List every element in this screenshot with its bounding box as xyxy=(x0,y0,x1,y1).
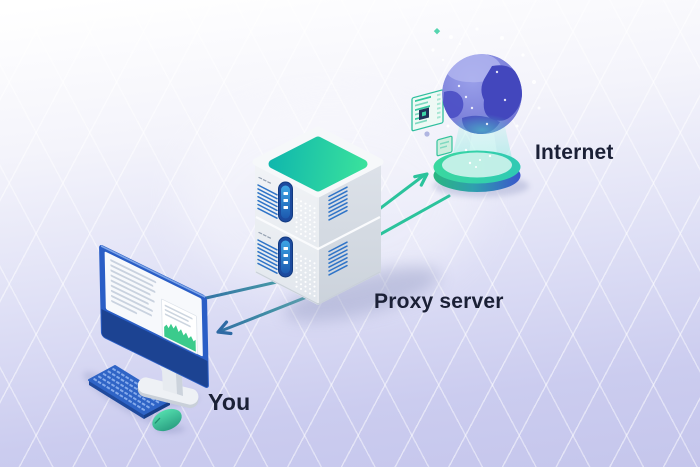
dot-icon xyxy=(424,131,430,137)
server-led-pill-1 xyxy=(278,181,293,223)
data-card-icon xyxy=(411,89,444,132)
client-node xyxy=(83,245,209,434)
globe-icon xyxy=(442,54,522,134)
proxy-node xyxy=(252,126,440,322)
proxy-label: Proxy server xyxy=(374,290,504,313)
server-vents xyxy=(257,184,348,276)
keyboard-keys xyxy=(93,367,165,412)
server-led-pill-2 xyxy=(278,236,293,278)
panel-text-lines xyxy=(164,304,193,328)
server-screw-dots xyxy=(258,176,271,239)
monitor-icon xyxy=(99,245,209,388)
response-path-internet-to-proxy xyxy=(368,194,451,242)
data-tile-icon xyxy=(436,135,453,157)
server-dot-grid xyxy=(295,197,316,297)
server-shadow xyxy=(284,266,440,322)
screen-text-lines xyxy=(110,259,157,317)
server-icon xyxy=(252,126,384,305)
client-label: You xyxy=(208,389,251,415)
monitor-chin xyxy=(101,309,208,387)
globe-surface-dots xyxy=(457,70,507,126)
arrowhead-to-client xyxy=(216,320,233,336)
mouse-icon xyxy=(152,408,182,432)
server-top-panel xyxy=(268,136,368,192)
sparkle-dots xyxy=(431,27,541,158)
internet-label: Internet xyxy=(535,141,614,164)
diamond-sparkle-icon xyxy=(433,28,441,35)
screen-chart xyxy=(164,323,196,352)
internet-node xyxy=(411,27,541,197)
arrowhead-to-internet xyxy=(413,172,429,187)
